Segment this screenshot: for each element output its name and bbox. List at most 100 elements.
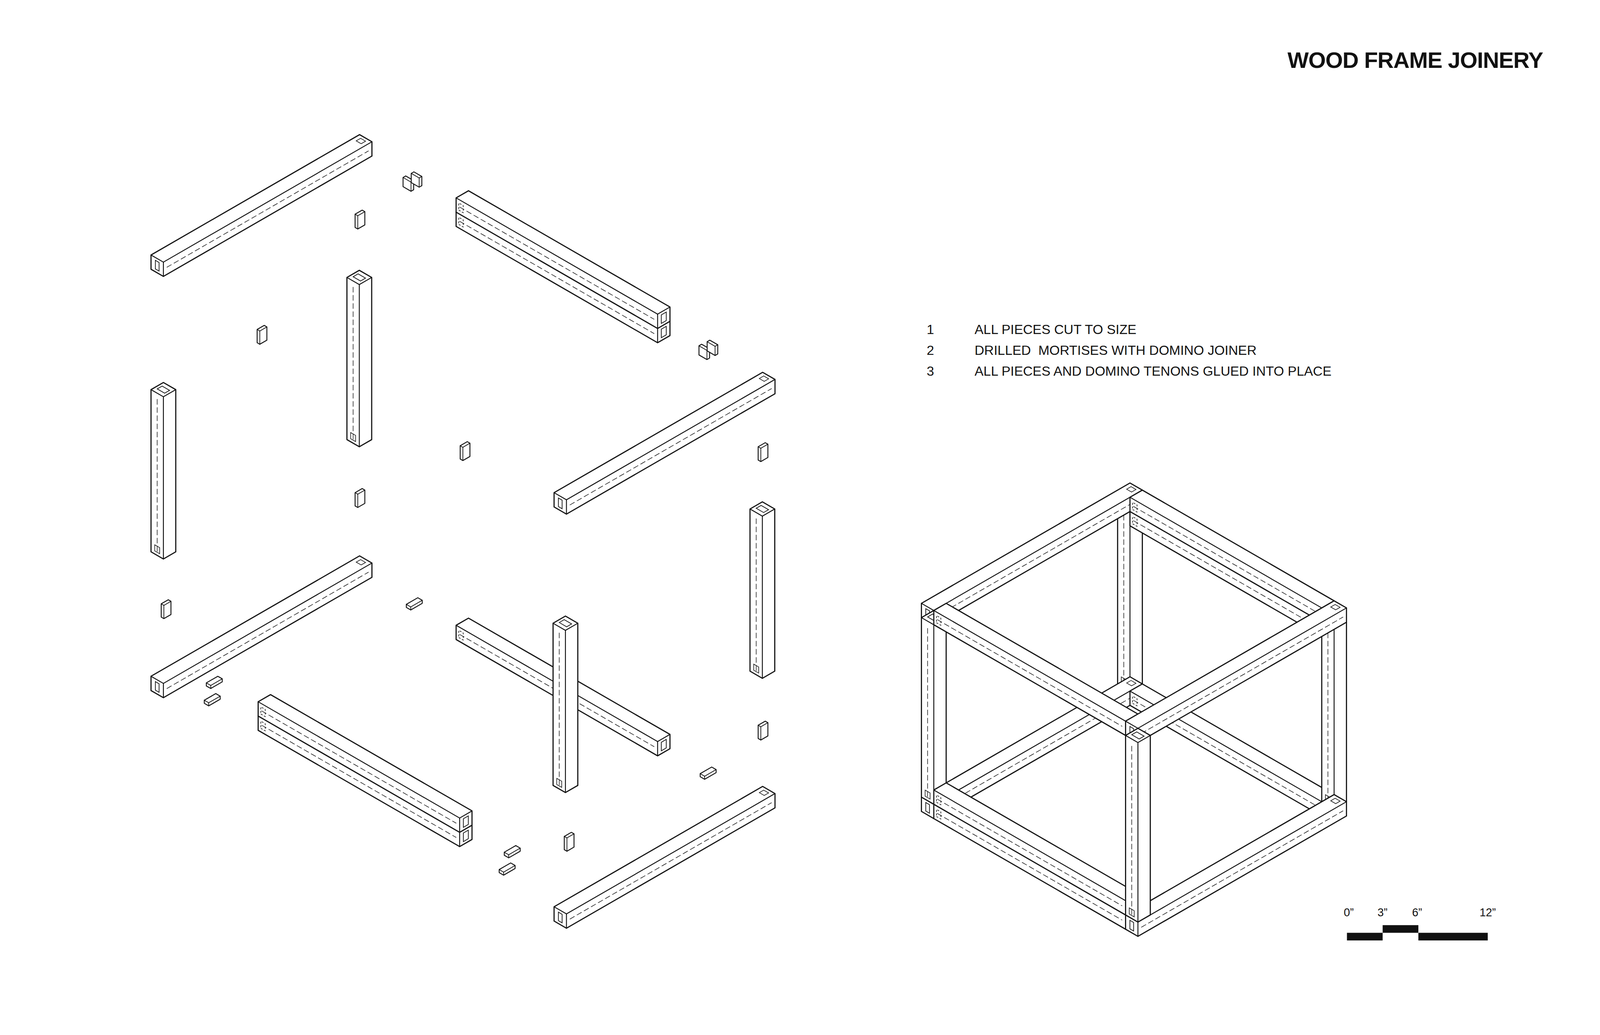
mortise bbox=[661, 312, 667, 324]
member-edge bbox=[704, 770, 717, 777]
member-edge bbox=[210, 679, 223, 686]
wood-member bbox=[150, 556, 372, 698]
center-line bbox=[570, 802, 772, 920]
mortise bbox=[1131, 732, 1145, 740]
member-outline bbox=[933, 603, 1138, 736]
diagram-title: WOOD FRAME JOINERY bbox=[1287, 47, 1543, 73]
member-edge bbox=[700, 774, 705, 777]
member-edge bbox=[760, 722, 768, 728]
domino-tenon bbox=[700, 767, 716, 780]
member-edge bbox=[208, 696, 221, 703]
member-edge bbox=[1125, 735, 1138, 743]
member-edge bbox=[163, 141, 373, 263]
mortise bbox=[1129, 908, 1135, 918]
center-line bbox=[1141, 811, 1344, 928]
mortise bbox=[661, 326, 667, 338]
member-edge bbox=[163, 601, 171, 606]
member-edge bbox=[208, 702, 210, 706]
wood-member bbox=[258, 695, 473, 833]
member-edge bbox=[564, 836, 567, 839]
domino-tenon bbox=[206, 676, 223, 689]
mortise bbox=[558, 912, 563, 924]
member-edge bbox=[1137, 922, 1139, 937]
center-line bbox=[1133, 506, 1318, 614]
member-outline bbox=[554, 372, 775, 515]
center-line bbox=[937, 499, 1140, 616]
member-outline bbox=[552, 616, 578, 793]
domino-tenon bbox=[758, 721, 768, 740]
scale-label: 12” bbox=[1479, 907, 1496, 920]
member-outline bbox=[355, 210, 365, 229]
member-edge bbox=[499, 870, 504, 873]
member-edge bbox=[357, 490, 365, 495]
center-line bbox=[352, 285, 354, 440]
mortise bbox=[260, 707, 266, 717]
member-outline bbox=[707, 340, 718, 356]
wood-member bbox=[750, 502, 775, 679]
member-edge bbox=[459, 832, 460, 847]
domino-tenon bbox=[504, 845, 520, 858]
member-edge bbox=[210, 685, 212, 689]
center-line bbox=[1131, 743, 1133, 915]
member-edge bbox=[503, 865, 516, 873]
member-edge bbox=[355, 214, 358, 216]
domino-tenon bbox=[707, 340, 718, 356]
member-outline bbox=[411, 172, 422, 188]
wood-member bbox=[150, 382, 176, 560]
member-outline bbox=[1130, 490, 1335, 623]
assembled-frame bbox=[921, 483, 1347, 938]
domino-tenon bbox=[411, 172, 422, 188]
member-edge bbox=[1137, 608, 1347, 729]
mortise bbox=[352, 274, 366, 282]
mortise bbox=[155, 260, 160, 272]
mortise bbox=[458, 217, 464, 228]
domino-tenon bbox=[460, 441, 470, 461]
member-edge bbox=[933, 490, 1143, 611]
member-edge bbox=[1137, 802, 1347, 923]
mortise bbox=[1132, 516, 1138, 527]
member-edge bbox=[150, 390, 164, 398]
member-edge bbox=[566, 838, 568, 852]
member-edge bbox=[402, 177, 411, 183]
member-edge bbox=[357, 494, 359, 508]
member-outline bbox=[758, 442, 768, 462]
member-edge bbox=[1129, 511, 1131, 692]
member-edge bbox=[406, 604, 411, 608]
center-line bbox=[937, 620, 1123, 727]
member-edge bbox=[456, 197, 658, 315]
member-outline bbox=[921, 483, 1143, 625]
center-line bbox=[261, 725, 457, 838]
member-edge bbox=[410, 607, 412, 610]
wood-member bbox=[554, 372, 775, 515]
member-outline bbox=[554, 786, 775, 929]
member-outline bbox=[161, 600, 171, 619]
member-edge bbox=[714, 346, 716, 356]
member-edge bbox=[357, 211, 365, 216]
member-edge bbox=[760, 448, 762, 462]
member-edge bbox=[459, 818, 460, 833]
member-outline bbox=[150, 382, 176, 560]
member-edge bbox=[707, 341, 715, 347]
mortise bbox=[756, 505, 769, 513]
scale-label: 0” bbox=[1343, 907, 1354, 920]
member-edge bbox=[760, 727, 762, 741]
center-line bbox=[459, 207, 655, 320]
member-edge bbox=[460, 445, 463, 448]
member-outline bbox=[347, 270, 372, 448]
center-line bbox=[157, 397, 158, 552]
mortise bbox=[661, 739, 667, 751]
member-outline bbox=[700, 767, 716, 780]
wood-member bbox=[1125, 600, 1347, 743]
member-edge bbox=[657, 741, 658, 756]
member-outline bbox=[204, 693, 220, 706]
member-edge bbox=[258, 702, 460, 819]
mortise bbox=[463, 830, 469, 842]
mortise bbox=[1330, 604, 1340, 610]
member-edge bbox=[508, 855, 510, 858]
wood-member bbox=[150, 134, 372, 277]
member-edge bbox=[657, 328, 658, 343]
member-edge bbox=[933, 625, 935, 805]
member-edge bbox=[462, 447, 464, 461]
scale-segment bbox=[1418, 933, 1488, 941]
